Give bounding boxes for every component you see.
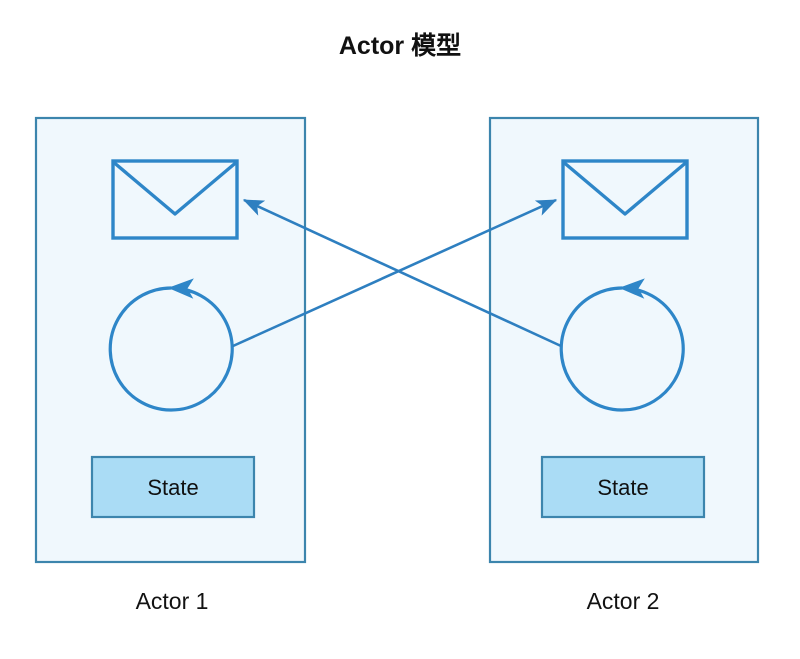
circular-loop-arrow-icon[interactable]: [559, 278, 685, 412]
envelope-icon[interactable]: [111, 159, 239, 240]
state-rect[interactable]: [90, 455, 256, 519]
loop-arc-icon: [559, 278, 685, 412]
actor-2-panel-group[interactable]: State Actor 2: [488, 116, 760, 614]
envelope-body-icon: [111, 159, 239, 240]
envelope-body-icon: [561, 159, 689, 240]
state-rect[interactable]: [540, 455, 706, 519]
actor-1-panel-group[interactable]: State Actor 1: [34, 116, 307, 614]
state-label: State: [597, 475, 648, 500]
envelope-flap-icon: [112, 161, 238, 216]
envelope-flap-icon: [562, 161, 688, 216]
message-arrow-actor1-to-actor2[interactable]: [232, 198, 558, 348]
state-label: State: [147, 475, 198, 500]
actor-2-label: Actor 2: [587, 588, 660, 614]
page-title: Actor 模型: [339, 31, 461, 60]
actor-1-label: Actor 1: [136, 588, 209, 614]
loop-arc-icon: [108, 278, 234, 412]
envelope-icon[interactable]: [561, 159, 689, 240]
message-arrow-actor2-to-actor1[interactable]: [242, 198, 562, 348]
actor-2-state-box[interactable]: State: [540, 455, 706, 519]
actor-1-state-box[interactable]: State: [90, 455, 256, 519]
circular-loop-arrow-icon[interactable]: [108, 278, 234, 412]
